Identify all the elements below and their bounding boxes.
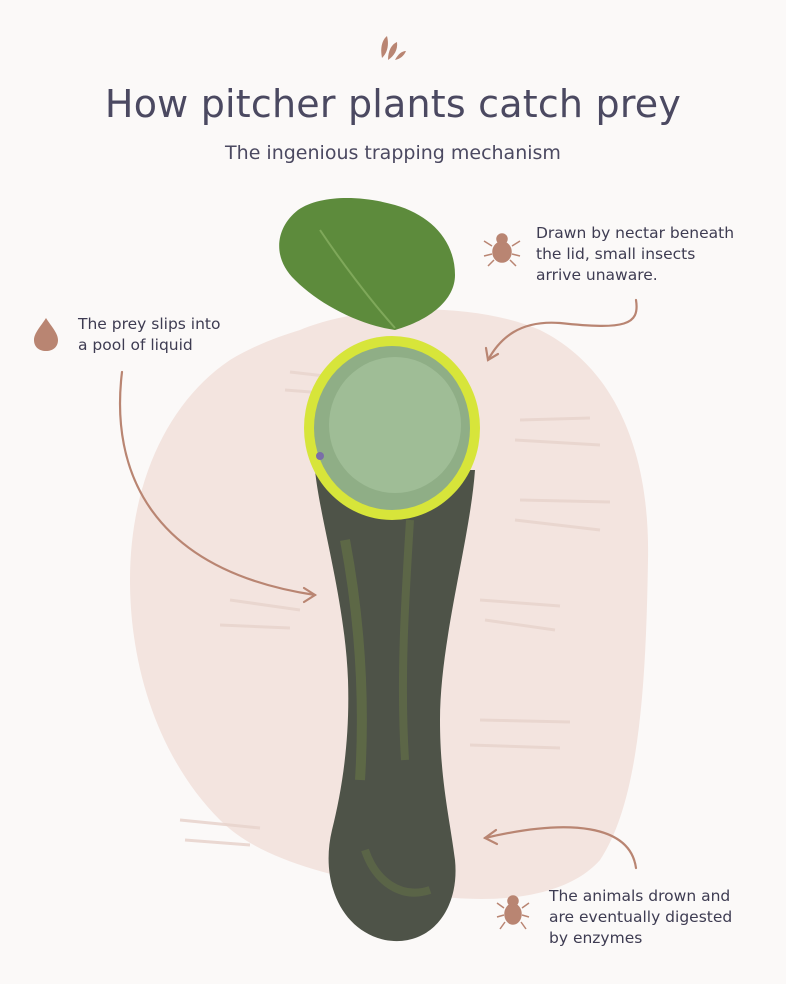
callout-arrows (118, 298, 638, 870)
callout-lure-line: Drawn by nectar beneath (536, 224, 735, 242)
callout-digest-line: are eventually digested (549, 908, 733, 926)
callout-digest-line: by enzymes (549, 929, 643, 947)
page-title: How pitcher plants catch prey (104, 82, 682, 126)
callout-lure-line: the lid, small insects (536, 245, 696, 263)
pitcher-plant-illustration (279, 198, 480, 942)
beetle-icon (483, 233, 521, 267)
bug-icon (496, 895, 530, 930)
callout-digest: The animals drown and are eventually dig… (549, 886, 732, 949)
callout-lure: Drawn by nectar beneath the lid, small i… (536, 223, 734, 286)
brush-texture (179, 370, 611, 847)
callout-slip-line: a pool of liquid (78, 336, 193, 354)
sprout-logo-icon (381, 36, 406, 60)
callout-lure-line: arrive unaware. (536, 266, 658, 284)
page-subtitle: The ingenious trapping mechanism (225, 142, 561, 164)
droplet-icon (34, 318, 58, 351)
callout-slip: The prey slips into a pool of liquid (78, 314, 220, 356)
arrow-digest (483, 826, 638, 870)
arrow-lure (486, 298, 638, 362)
callout-digest-line: The animals drown and (549, 887, 731, 905)
callout-slip-line: The prey slips into (78, 315, 221, 333)
pitcher-lid (279, 198, 455, 330)
arrow-slip (118, 370, 317, 597)
